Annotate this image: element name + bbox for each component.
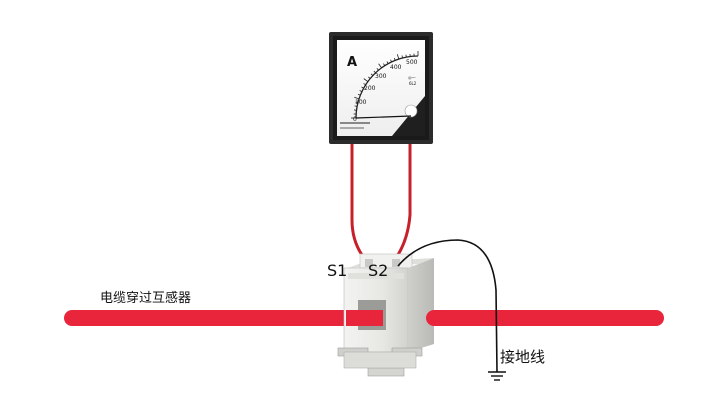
- ct-terminal-s2: [392, 259, 400, 267]
- scale-tick: [363, 83, 366, 86]
- scale-tick: [396, 54, 400, 60]
- scale-tick: [386, 61, 389, 64]
- ammeter-corner-badge: ◎〰: [408, 75, 416, 80]
- scale-tick: [376, 68, 379, 71]
- ammeter-zero-adjust: [404, 104, 418, 118]
- scale-tick: [359, 90, 363, 92]
- ammeter-unit-symbol: A: [347, 55, 357, 70]
- current-transformer: [337, 253, 434, 377]
- scale-label-200: 200: [364, 85, 376, 92]
- meter-wire-s2: [391, 144, 412, 269]
- ct-side-face: [408, 258, 434, 352]
- meter-wire-s1: [350, 144, 367, 269]
- scale-tick: [378, 63, 382, 69]
- label-cable: 电缆穿过互感器: [100, 290, 191, 306]
- scale-tick: [401, 55, 403, 59]
- ct-base: [343, 351, 417, 369]
- scale-tick: [393, 57, 396, 61]
- scale-tick: [355, 101, 359, 103]
- ammeter: 0 100 200 300 400 500 A ◎〰 6L2: [329, 32, 433, 144]
- label-ground: 接地线: [500, 348, 545, 366]
- scale-label-400: 400: [390, 64, 402, 71]
- scale-label-100: 100: [355, 99, 367, 106]
- label-s2: S2: [368, 261, 388, 280]
- scale-tick: [361, 86, 364, 89]
- ground-symbol-icon: [488, 371, 506, 381]
- scale-tick: [357, 93, 361, 96]
- scale-tick: [383, 63, 386, 66]
- ammeter-scale-ticks: [351, 51, 419, 119]
- scale-tick: [354, 96, 360, 100]
- scale-label-0: 0: [353, 116, 357, 123]
- ct-foot-back: [367, 367, 405, 377]
- scale-tick: [368, 76, 371, 79]
- scale-label-300: 300: [375, 73, 387, 80]
- ammeter-needle: [355, 115, 412, 119]
- ct-label-strip: [348, 273, 404, 279]
- ammeter-fine-print-2: [340, 127, 364, 129]
- scale-tick: [370, 73, 374, 76]
- ct-terminal-s1: [365, 259, 373, 267]
- scale-tick: [390, 59, 392, 63]
- scale-label-500: 500: [406, 59, 418, 66]
- label-s1: S1: [327, 261, 347, 280]
- scale-tick: [363, 78, 369, 82]
- scale-tick: [373, 70, 376, 74]
- ammeter-scale-arc: [355, 55, 419, 119]
- ammeter-corner-text: 6L2: [409, 81, 417, 86]
- ammeter-fine-print: [340, 122, 370, 124]
- ground-wire: [397, 239, 498, 373]
